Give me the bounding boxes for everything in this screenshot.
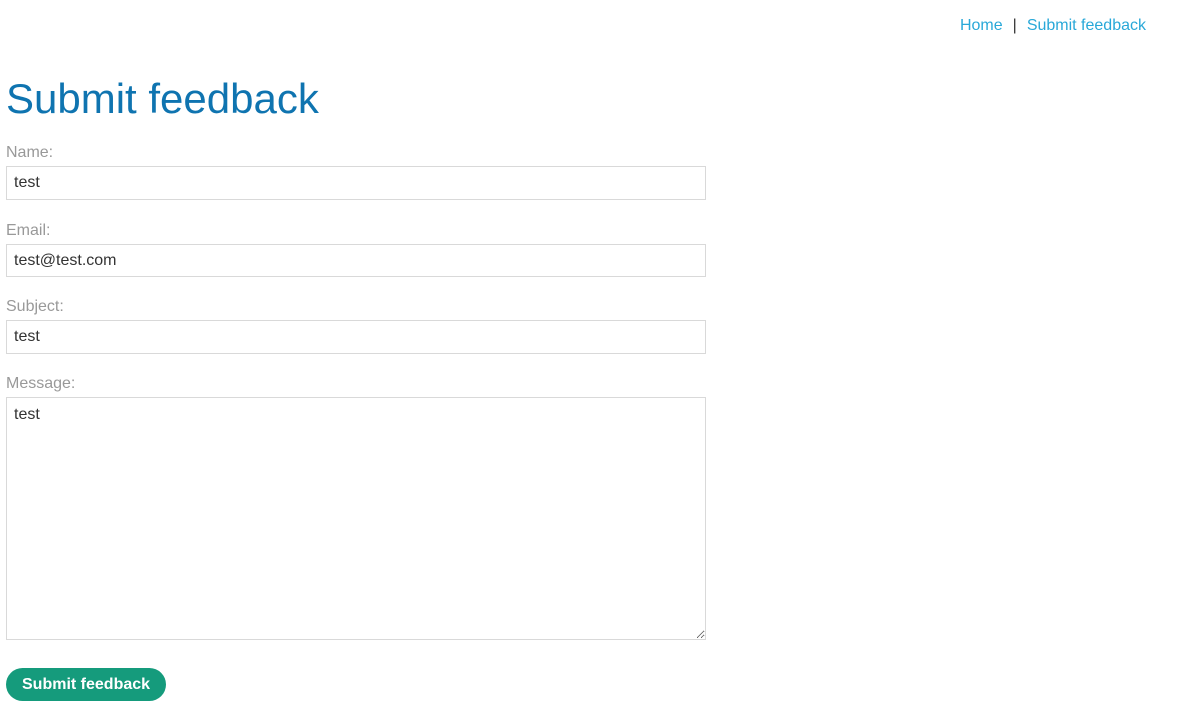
email-field-group: Email:: [6, 222, 706, 277]
top-nav: Home | Submit feedback: [960, 16, 1146, 36]
nav-separator: |: [1012, 17, 1017, 34]
page-title: Submit feedback: [6, 75, 319, 122]
email-input[interactable]: [6, 244, 706, 277]
message-textarea[interactable]: test: [6, 397, 706, 640]
submit-feedback-button[interactable]: Submit feedback: [6, 668, 167, 701]
message-field-group: Message: test: [6, 375, 706, 640]
name-field-group: Name:: [6, 144, 706, 200]
nav-submit-feedback-link[interactable]: Submit feedback: [1026, 17, 1146, 34]
subject-input[interactable]: [6, 320, 706, 354]
name-label: Name:: [6, 144, 54, 161]
message-label: Message:: [6, 375, 76, 392]
email-label: Email:: [6, 222, 51, 239]
nav-home-link[interactable]: Home: [959, 17, 1003, 34]
feedback-form: Name: Email: Subject: Message: test: [6, 144, 706, 662]
subject-label: Subject:: [6, 298, 64, 315]
subject-field-group: Subject:: [6, 298, 706, 354]
name-input[interactable]: [6, 166, 706, 200]
